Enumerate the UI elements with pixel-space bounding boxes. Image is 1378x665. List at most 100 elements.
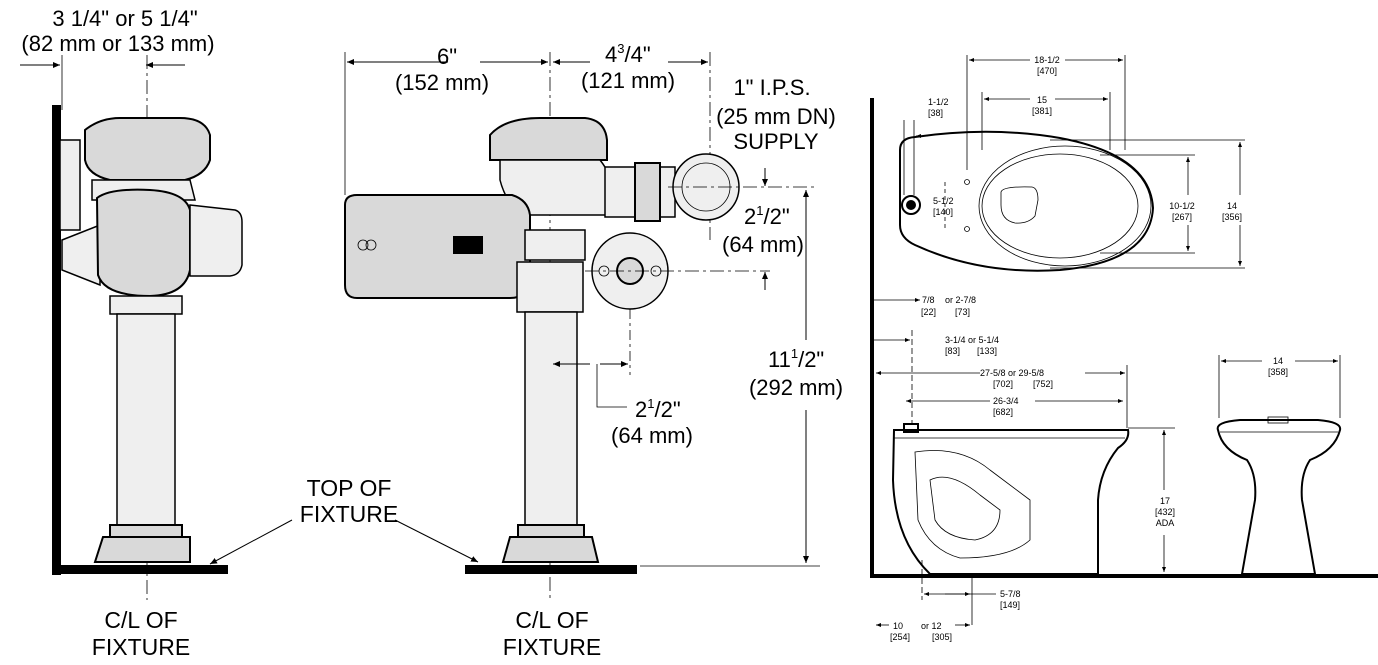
toilet-side-trap-inner (929, 476, 1001, 541)
toilet-side-view: 7/8 or 2-7/8 [22] [73] 3-1/4 or 5-1/4 [8… (870, 295, 1378, 642)
front-width-right-denominator: /4" (624, 42, 650, 67)
plan-bolt-spacing: 5-1/2 (933, 196, 954, 206)
front-width-right-numerator: 3 (617, 41, 624, 56)
front-spud-flange (501, 536, 600, 563)
supply-metric-label: (25 mm DN) (716, 104, 836, 129)
supply-word-label: SUPPLY (733, 129, 819, 154)
handle-numerator: 1 (647, 396, 654, 411)
plan-bowl-length-mm: [381] (1032, 106, 1052, 116)
front-handle-body (524, 229, 586, 261)
side-overall-length-mm: [702] (993, 379, 1013, 389)
plan-bowl-width: 10-1/2 (1169, 201, 1195, 211)
height-metric-label: (292 mm) (749, 375, 843, 400)
side-sensor-cover (189, 204, 243, 277)
toilet-plan-bowl-inner (981, 153, 1139, 259)
supply-size-label: 1" I.P.S. (733, 75, 810, 100)
plan-bowl-width-mm: [267] (1172, 212, 1192, 222)
side-offset-metric-label: (82 mm or 133 mm) (21, 31, 214, 56)
front-width-right-metric: (121 mm) (581, 68, 675, 93)
side-valve-nut (109, 295, 183, 315)
side-vacuum-breaker-tube (116, 313, 176, 530)
side-wall-gap-b-mm: [73] (955, 307, 970, 317)
plan-overall-length-mm: [470] (1037, 66, 1057, 76)
side-rough-in-b: or 12 (921, 621, 942, 631)
toilet-side-outline (891, 429, 1130, 575)
top-fixture-label-2: FIXTURE (300, 501, 398, 527)
height-denominator: /2" (798, 347, 824, 372)
plan-overall-width-mm: [356] (1222, 212, 1242, 222)
height-numerator: 1 (791, 346, 798, 361)
toilet-plan-inlet (901, 195, 921, 215)
rise-metric-label: (64 mm) (722, 232, 804, 257)
front-width-right-label: 43/4" (605, 41, 651, 67)
side-rim-height: 17 (1160, 496, 1170, 506)
side-inlet-offset-mm-a: [83] (945, 346, 960, 356)
toilet-front-view: 14 [358] (1216, 355, 1342, 575)
handle-offset-label: 21/2" (635, 396, 681, 422)
side-wall-gap-a-mm: [22] (921, 307, 936, 317)
front-width-left-metric: (152 mm) (395, 70, 489, 95)
toilet-front-inlet (1267, 416, 1289, 424)
toilet-plan-bolt-hole-2 (964, 226, 970, 232)
front-toilet-width: 14 (1273, 356, 1283, 366)
front-centerline-label-2: FIXTURE (503, 634, 601, 660)
side-wall-gap-a: 7/8 (922, 295, 935, 305)
toilet-plan-inlet-hole (906, 200, 916, 210)
plan-overall-width: 14 (1227, 201, 1237, 211)
rise-denominator: /2" (763, 204, 789, 229)
side-sensor-housing (95, 188, 191, 298)
toilet-front-outline (1216, 419, 1342, 575)
handle-leader (596, 364, 627, 408)
plan-inlet-offset-mm: [38] (928, 108, 943, 118)
handle-denominator: /2" (654, 397, 680, 422)
rise-whole: 2 (744, 204, 756, 229)
side-outlet: 5-7/8 (1000, 589, 1021, 599)
handle-whole: 2 (635, 397, 647, 422)
top-fixture-leader-left (209, 519, 293, 565)
side-body-length: 26-3/4 (993, 396, 1019, 406)
front-floor (465, 565, 637, 574)
plan-overall-length: 18-1/2 (1034, 55, 1060, 65)
sensor-logo-icon (357, 239, 369, 251)
side-overall-length: 27-5/8 or 29-5/8 (980, 368, 1044, 378)
side-outlet-mm: [149] (1000, 600, 1020, 610)
side-wall-bracket (59, 139, 81, 231)
side-inlet-offset: 3-1/4 or 5-1/4 (945, 335, 999, 345)
toilet-side-trapway (914, 450, 1031, 559)
front-sensor-housing (344, 194, 531, 299)
side-spud-flange (93, 536, 191, 563)
side-wall-spud (61, 223, 101, 287)
toilet-wall (870, 98, 874, 578)
side-wall (52, 105, 61, 575)
plan-bowl-length: 15 (1037, 95, 1047, 105)
side-rim-height-note: ADA (1156, 518, 1175, 528)
front-valve-cap (489, 117, 608, 161)
side-rim-height-mm: [432] (1155, 507, 1175, 517)
side-centerline-label: C/L OF (104, 607, 177, 633)
front-vacuum-breaker-tube (524, 311, 578, 528)
side-valve-cap (84, 117, 211, 181)
front-toilet-width-mm: [358] (1268, 367, 1288, 377)
top-fixture-leader-right (394, 519, 479, 563)
side-rough-in-a-mm: [254] (890, 632, 910, 642)
toilet-plan-outline (899, 130, 1155, 272)
toilet-plan-bolt-hole (964, 179, 970, 185)
toilet-floor (870, 574, 1378, 578)
front-supply-nut (634, 162, 661, 222)
front-spud-coupling (517, 524, 585, 538)
front-centerline-label: C/L OF (515, 607, 588, 633)
side-offset-label: 3 1/4" or 5 1/4" (52, 6, 197, 31)
side-spud-coupling (109, 524, 183, 538)
toilet-side-inlet (903, 423, 919, 433)
side-rough-in-a: 10 (893, 621, 903, 631)
side-centerline-label-2: FIXTURE (92, 634, 190, 660)
sensor-logo-icon-2 (365, 239, 377, 251)
handle-offset-metric: (64 mm) (611, 423, 693, 448)
side-overall-length-mm-b: [752] (1033, 379, 1053, 389)
side-body-length-mm: [682] (993, 407, 1013, 417)
plan-bolt-spacing-mm: [140] (933, 207, 953, 217)
toilet-plan-bowl-rim (978, 145, 1152, 267)
side-rough-in-b-mm: [305] (932, 632, 952, 642)
plan-inlet-offset: 1-1/2 (928, 97, 949, 107)
